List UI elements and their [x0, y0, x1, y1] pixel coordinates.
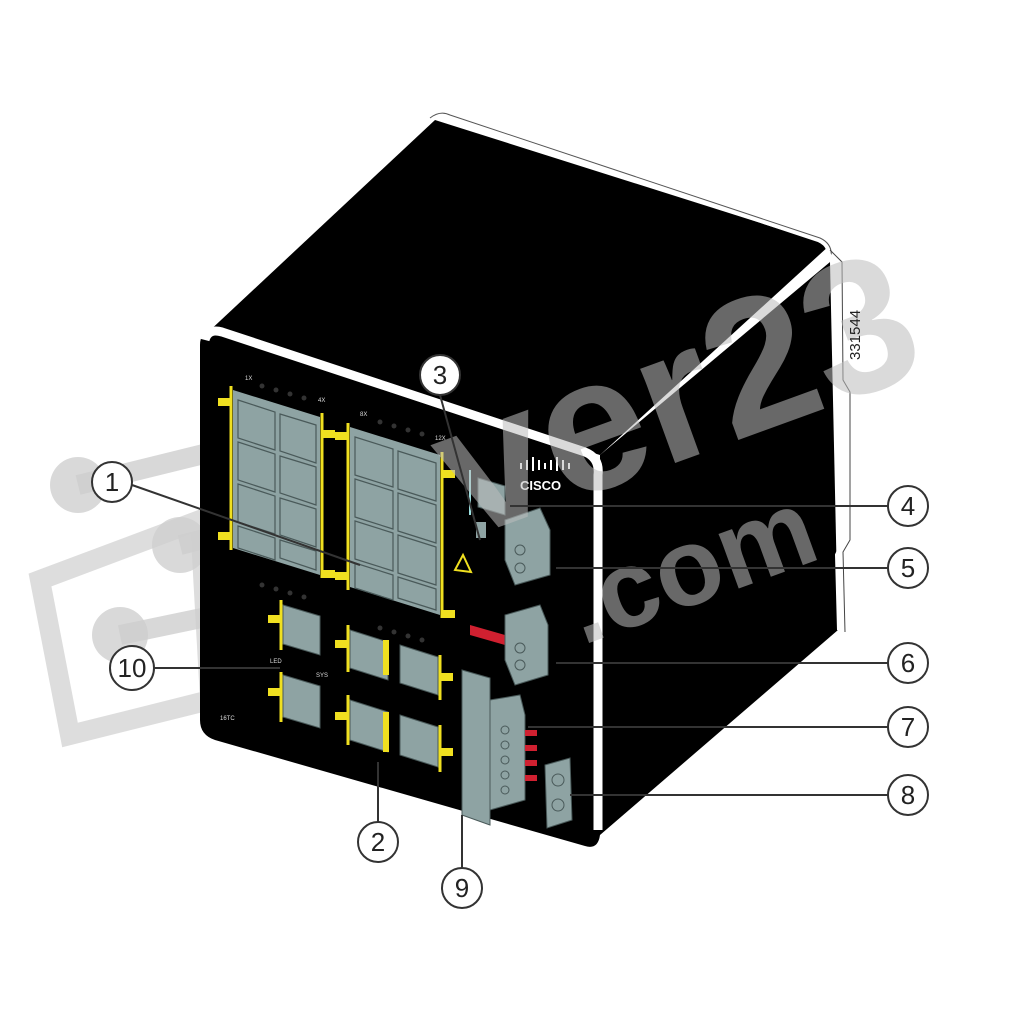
label-led: LED — [270, 659, 282, 665]
power-connector — [504, 507, 551, 586]
ground-connection — [544, 757, 573, 829]
svg-text:6: 6 — [901, 648, 915, 678]
callout-1: 1 — [91, 461, 133, 503]
svg-text:8: 8 — [901, 780, 915, 810]
svg-text:9: 9 — [455, 873, 469, 903]
svg-text:1: 1 — [105, 467, 119, 497]
svg-text:CISCO: CISCO — [520, 478, 561, 493]
label-1x: 1X — [245, 376, 252, 382]
callout-10: 10 — [109, 645, 155, 691]
label-8x: 8X — [360, 412, 367, 418]
cisco-logo: CISCO — [520, 457, 570, 493]
svg-text:2: 2 — [371, 827, 385, 857]
port-block-lower — [268, 600, 453, 772]
svg-text:7: 7 — [901, 712, 915, 742]
model-marking: 16TC — [220, 716, 235, 722]
label-4x: 4X — [318, 398, 325, 404]
label-sys: SYS — [316, 673, 328, 679]
callout-lines — [131, 394, 888, 868]
label-12x: 12X — [435, 436, 446, 442]
callout-7: 7 — [887, 706, 929, 748]
svg-text:3: 3 — [433, 360, 447, 390]
callout-3: 3 — [419, 354, 461, 396]
led-row-top — [259, 383, 425, 643]
svg-text:10: 10 — [118, 653, 147, 683]
port-block-upper-right — [335, 423, 455, 618]
callout-9: 9 — [441, 867, 483, 909]
callout-5: 5 — [887, 547, 929, 589]
terminal-block — [461, 669, 537, 826]
svg-text:4: 4 — [901, 491, 915, 521]
callout-4: 4 — [887, 485, 929, 527]
callout-6: 6 — [887, 642, 929, 684]
svg-text:5: 5 — [901, 553, 915, 583]
warning-icon — [453, 552, 473, 574]
alarm-connector — [470, 604, 549, 686]
figure-id: 331544 — [847, 310, 864, 360]
callout-2: 2 — [357, 821, 399, 863]
console-area — [453, 470, 506, 574]
callout-8: 8 — [887, 774, 929, 816]
